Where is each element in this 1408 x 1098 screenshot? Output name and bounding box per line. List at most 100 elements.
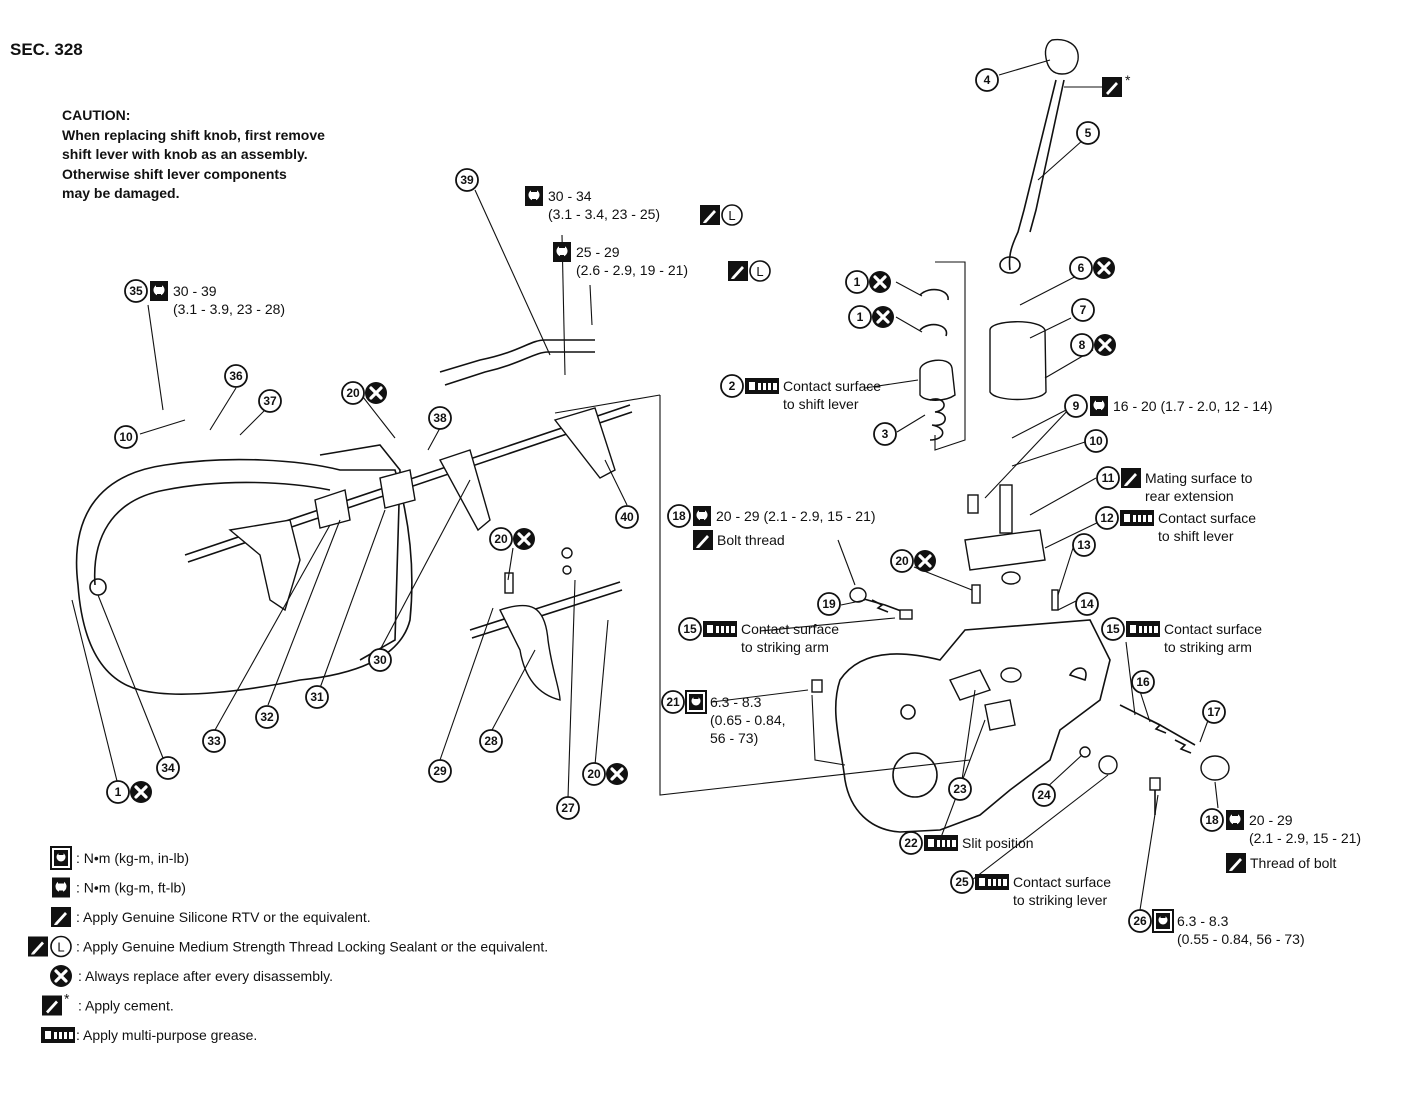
legend-text: : Apply multi-purpose grease. — [76, 1027, 257, 1043]
callout-number: 31 — [310, 690, 324, 704]
legend-text: : N•m (kg-m, in-lb) — [76, 850, 189, 866]
callout-number: 21 — [666, 695, 680, 709]
callout-number: 20 — [346, 386, 360, 400]
callout-number: 35 — [129, 284, 143, 298]
rear-extension-outline — [834, 484, 1111, 833]
callout-c27: 27 — [556, 796, 580, 820]
callout-c28: 28 — [479, 729, 503, 753]
callout-c10r: 10 — [1084, 429, 1108, 453]
fork-28-assembly — [469, 547, 623, 701]
callout-number: 15 — [683, 622, 697, 636]
callout-c34: 34 — [156, 756, 180, 780]
callout-number: 39 — [460, 173, 474, 187]
callout-number: 10 — [119, 430, 133, 444]
callout-text: 6.3 - 8.3 — [1177, 913, 1229, 929]
caution-note: CAUTION: When replacing shift knob, firs… — [62, 106, 325, 204]
callout-text: to striking arm — [741, 639, 829, 655]
callout-c39: 39 — [455, 168, 479, 192]
callout-number: 22 — [904, 836, 918, 850]
callout-c29: 29 — [428, 759, 452, 783]
svg-text:*: * — [64, 991, 70, 1007]
callout-text: rear extension — [1145, 488, 1234, 504]
legend-text: : Apply Genuine Silicone RTV or the equi… — [76, 909, 371, 925]
legend-item-torque-ft: : N•m (kg-m, ft-lb) — [52, 877, 186, 898]
callout-number: 6 — [1078, 261, 1085, 275]
callout-text: Contact surface — [1013, 874, 1111, 890]
bolts-and-detent-parts — [811, 494, 1230, 815]
callout-number: 36 — [229, 369, 243, 383]
callout-number: 14 — [1080, 597, 1094, 611]
callout-number: 38 — [433, 411, 447, 425]
transmission-case-outline — [75, 444, 413, 695]
shift-rod-39 — [439, 339, 595, 386]
callout-c7: 7 — [1071, 298, 1095, 322]
legend-text: : Always replace after every disassembly… — [78, 968, 333, 984]
callout-number: 5 — [1085, 126, 1092, 140]
callout-text: Contact surface — [1164, 621, 1262, 637]
callout-c1a: 1 — [845, 269, 893, 295]
callout-c19: 19 — [817, 592, 841, 616]
callout-text: Thread of bolt — [1250, 855, 1336, 871]
callout-c24: 24 — [1032, 783, 1056, 807]
callout-c33: 33 — [202, 729, 226, 753]
callout-number: 10 — [1089, 434, 1103, 448]
legend-item-grease: : Apply multi-purpose grease. — [41, 1027, 257, 1043]
callout-text: 30 - 34 — [548, 188, 592, 204]
callout-c32: 32 — [255, 705, 279, 729]
callout-number: 20 — [494, 532, 508, 546]
callout-number: 25 — [955, 875, 969, 889]
shift-lever-assembly — [919, 38, 1079, 441]
callout-number: 1 — [857, 310, 864, 324]
legend-text: : Apply cement. — [78, 998, 174, 1014]
legend-item-x: : Always replace after every disassembly… — [48, 963, 333, 989]
callout-c2: 2 Contact surface to shift lever — [720, 374, 881, 412]
callout-number: 20 — [587, 767, 601, 781]
callout-text: to striking lever — [1013, 892, 1107, 908]
callout-text: 16 - 20 (1.7 - 2.0, 12 - 14) — [1113, 398, 1273, 414]
callout-text: Contact surface — [1158, 510, 1256, 526]
callout-text: Mating surface to — [1145, 470, 1253, 486]
callout-text: 30 - 39 — [173, 283, 217, 299]
callout-text: Bolt thread — [717, 532, 785, 548]
callout-c13: 13 — [1072, 533, 1096, 557]
callout-text: Contact surface — [783, 378, 881, 394]
callout-number: 19 — [822, 597, 836, 611]
callout-c31: 31 — [305, 685, 329, 709]
callout-text: (3.1 - 3.4, 23 - 25) — [548, 206, 660, 222]
callout-c4: 4 — [975, 68, 999, 92]
callout-c6: 6 — [1069, 255, 1117, 281]
callout-c4star: * — [1102, 72, 1131, 97]
svg-text:L: L — [57, 940, 64, 955]
callout-number: 1 — [115, 785, 122, 799]
callout-c16: 16 — [1131, 670, 1155, 694]
callout-number: 26 — [1133, 914, 1147, 928]
callout-number: 11 — [1102, 471, 1115, 485]
callout-text: to shift lever — [1158, 528, 1234, 544]
callout-text: Slit position — [962, 835, 1034, 851]
callout-number: 18 — [672, 509, 686, 523]
callout-number: 40 — [620, 510, 634, 524]
callout-c30: 30 — [368, 648, 392, 672]
callout-c3: 3 — [873, 422, 897, 446]
callout-c15l: 15 Contact surface to striking arm — [678, 617, 839, 655]
callout-c37: 37 — [258, 389, 282, 413]
caution-title: CAUTION: — [62, 107, 131, 123]
callout-number: 2 — [729, 379, 736, 393]
callout-text: to shift lever — [783, 396, 859, 412]
callout-number: 1 — [854, 275, 861, 289]
callout-text: Contact surface — [741, 621, 839, 637]
callout-c20b: 20 — [489, 526, 537, 552]
callout-c20a: 20 — [341, 380, 389, 406]
callout-number: 16 — [1136, 675, 1150, 689]
caution-line: shift lever with knob as an assembly. — [62, 146, 308, 162]
callout-text: (0.65 - 0.84, — [710, 712, 786, 728]
callout-c11: 11 Mating surface to rear extension — [1096, 466, 1253, 504]
callout-number: 33 — [207, 734, 221, 748]
svg-text:L: L — [756, 264, 763, 279]
